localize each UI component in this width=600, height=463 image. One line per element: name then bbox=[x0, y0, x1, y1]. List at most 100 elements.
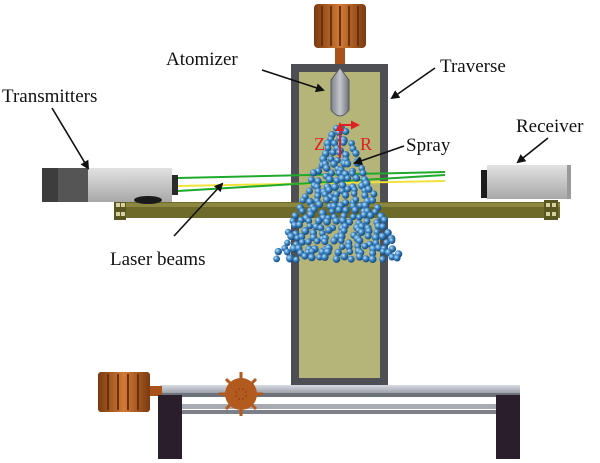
spray-droplet bbox=[323, 217, 331, 226]
spray-droplet bbox=[340, 139, 347, 146]
spray-droplet bbox=[338, 181, 347, 189]
spray-droplet bbox=[364, 232, 372, 240]
spray-droplet bbox=[355, 237, 364, 245]
spray-droplet bbox=[329, 149, 337, 156]
spray-droplet bbox=[339, 243, 346, 250]
r-axis-label: R bbox=[360, 134, 372, 154]
spray-droplet bbox=[332, 255, 341, 263]
spray-droplet bbox=[335, 206, 343, 214]
spray-droplet bbox=[340, 227, 348, 235]
spray-droplet bbox=[361, 191, 369, 199]
top-motor bbox=[314, 4, 366, 66]
spray-droplet bbox=[379, 255, 387, 263]
spray-droplet bbox=[351, 190, 358, 197]
spray-droplet bbox=[379, 248, 387, 255]
spray-cone bbox=[273, 124, 403, 264]
spray-droplet bbox=[370, 190, 378, 198]
spray-droplet bbox=[291, 212, 299, 220]
spray-droplet bbox=[352, 196, 360, 203]
spray-droplet bbox=[286, 254, 294, 263]
spray-droplet bbox=[317, 224, 325, 232]
receiver-label: Receiver bbox=[516, 116, 584, 137]
spray-droplet bbox=[328, 169, 335, 177]
spray-droplet bbox=[298, 232, 306, 241]
spray-droplet bbox=[298, 238, 306, 246]
spray-droplet bbox=[325, 226, 333, 234]
spray-droplet bbox=[363, 217, 371, 225]
spray-droplet bbox=[306, 210, 315, 219]
coordinate-axes: Z R bbox=[314, 120, 372, 158]
spray-droplet bbox=[369, 249, 377, 257]
spray-droplet bbox=[369, 196, 376, 204]
spray-droplet bbox=[362, 255, 370, 263]
spray-droplet bbox=[355, 252, 364, 261]
spray-droplet bbox=[287, 232, 296, 241]
spray-droplet bbox=[350, 213, 357, 221]
spray-droplet bbox=[380, 216, 388, 224]
spray-droplet bbox=[372, 208, 379, 215]
spray-droplet bbox=[348, 140, 355, 147]
atomizer-arrow bbox=[261, 69, 325, 93]
spray-droplet bbox=[314, 216, 323, 225]
atomizer-label: Atomizer bbox=[166, 49, 238, 70]
spray-droplet bbox=[339, 216, 347, 225]
spray-droplet bbox=[332, 217, 341, 225]
spray-droplet bbox=[352, 149, 360, 157]
laser-beams-arrow bbox=[173, 182, 224, 237]
spray-droplet bbox=[283, 248, 291, 256]
spray-droplet bbox=[384, 229, 392, 237]
spray-droplet bbox=[306, 187, 313, 195]
spray-droplet bbox=[383, 239, 391, 246]
spray-droplet bbox=[305, 238, 312, 246]
traverse-label: Traverse bbox=[440, 56, 506, 77]
spray-droplet bbox=[342, 191, 350, 199]
spray-arrow bbox=[353, 145, 405, 165]
spray-droplet bbox=[308, 248, 316, 255]
spray-droplet bbox=[379, 223, 387, 231]
spray-droplet bbox=[351, 206, 359, 214]
annotation-arrows bbox=[51, 67, 549, 237]
spray-droplet bbox=[295, 221, 303, 229]
spray-droplet bbox=[306, 222, 313, 230]
spray-droplet bbox=[343, 160, 352, 168]
spray-droplet bbox=[388, 237, 396, 244]
spray-droplet bbox=[330, 237, 338, 245]
transmitters-arrow bbox=[51, 107, 90, 170]
spray-droplet bbox=[393, 254, 401, 262]
spray-droplet bbox=[301, 227, 310, 235]
spray-droplet bbox=[307, 253, 316, 262]
spray-droplet bbox=[301, 252, 309, 260]
spray-droplet bbox=[352, 174, 361, 182]
spray-droplet bbox=[328, 208, 336, 215]
spray-droplet bbox=[340, 252, 349, 261]
spray-droplet bbox=[330, 160, 338, 168]
spray-droplet bbox=[357, 228, 366, 236]
spray-droplet bbox=[338, 174, 346, 183]
rail-bracket-left bbox=[114, 200, 126, 220]
spray-droplet bbox=[325, 175, 334, 184]
spray-droplet bbox=[313, 237, 321, 245]
spray-droplet bbox=[331, 196, 339, 204]
spray-droplet bbox=[361, 201, 370, 210]
transmitter-unit bbox=[42, 168, 178, 204]
spray-droplet bbox=[321, 253, 329, 261]
spray-droplet bbox=[299, 197, 307, 204]
spray-droplet bbox=[342, 206, 350, 214]
spray-droplet bbox=[349, 170, 356, 177]
spray-droplet bbox=[315, 200, 324, 209]
traverse-arrow bbox=[390, 67, 436, 100]
spray-droplet bbox=[330, 202, 338, 210]
gear-wheel bbox=[219, 372, 263, 416]
base-motor bbox=[98, 372, 162, 412]
spray-droplet bbox=[322, 195, 331, 204]
spray-droplet bbox=[361, 242, 369, 250]
spray-droplet bbox=[334, 248, 342, 257]
spray-droplet bbox=[274, 247, 282, 256]
spray-droplet bbox=[378, 232, 387, 241]
atomizer bbox=[330, 67, 350, 117]
spray-droplet bbox=[337, 237, 345, 244]
spray-label: Spray bbox=[406, 135, 451, 156]
spray-droplet bbox=[371, 233, 380, 242]
spray-droplet bbox=[310, 169, 318, 177]
